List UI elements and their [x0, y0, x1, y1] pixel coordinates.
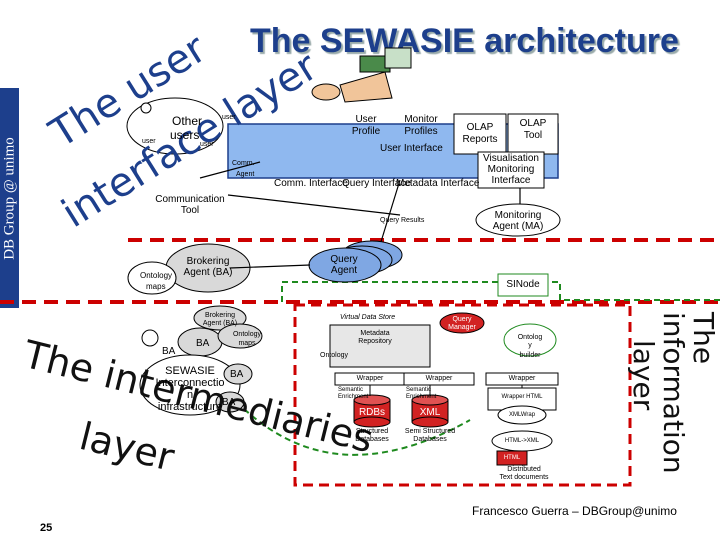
page-number: 25 [40, 522, 53, 534]
html-xml-label: HTML->XML [504, 438, 540, 444]
olap-reports-label-1: OLAP [466, 122, 494, 133]
wrapper-html-label: Wrapper HTML [501, 394, 543, 400]
information-layer-frame [293, 303, 632, 487]
monitoring-agent-label-2: Agent (MA) [492, 221, 544, 232]
sidebar-band [0, 88, 19, 308]
green-dashed-network [229, 394, 471, 456]
user-tag-2: user [142, 138, 156, 145]
other-users-label-1: Other [172, 114, 203, 128]
visualisation-label-1: Visualisation [483, 153, 539, 164]
distributed-label-2: Text documents [499, 474, 549, 481]
query-agent-label-1: Query [330, 254, 358, 265]
semantic-enrichment-label-2: Enrichment [338, 394, 369, 400]
infrastructure-label-3: n [186, 389, 194, 401]
user-profile-label-2: Profile [351, 126, 381, 137]
small-brokering-label-2: Agent (BA) [202, 320, 238, 327]
monitor-profiles-label-1: Monitor [404, 114, 438, 125]
ba-label-1: BA [162, 346, 176, 357]
visualisation-label-3: Interface [491, 175, 531, 186]
page-title: The SEWASIE architecture [250, 22, 679, 60]
green-dashed-region [281, 281, 720, 302]
infrastructure-shape [139, 354, 241, 416]
information-layer-label-line3: layer [627, 340, 660, 411]
metadata-interface-label: Metadata Interface [396, 178, 480, 189]
olap-reports-label-2: Reports [462, 134, 498, 145]
information-layer-label-line1: The [687, 312, 720, 365]
metadata-repository-label-2: Repository [358, 338, 392, 345]
semi-structured-label-2: Databases [413, 436, 447, 443]
virtual-data-store-label: Virtual Data Store [340, 314, 396, 321]
query-manager-label-1: Query [452, 316, 472, 323]
comm-interface-label: Comm. Interface [274, 178, 348, 189]
ontology-builder-label-2: y [528, 342, 532, 349]
other-users-label-2: users [170, 128, 200, 142]
monitoring-agent-label-1: Monitoring [494, 210, 542, 221]
user-tag-3: user [200, 141, 214, 148]
infrastructure-label-1: SEWASIE [165, 365, 215, 377]
semantic-enrichment-label-3: Semantic [406, 387, 432, 393]
user-interface-label: User Interface [380, 143, 443, 154]
wrapper-label-1: Wrapper [356, 375, 384, 382]
ontology-maps-label-1: Ontology [140, 271, 173, 280]
communication-tool-label-1: Communication [155, 194, 225, 205]
query-interface-label: Query Interface [342, 178, 411, 189]
ba-label-2: BA [196, 338, 210, 349]
semi-structured-label-1: Semi Structured [404, 428, 456, 435]
small-ontology-maps-label-1: Ontology [232, 331, 262, 338]
users-icon [140, 102, 152, 114]
information-layer-label-line2: information [657, 312, 690, 474]
xml-label: XML [419, 407, 441, 418]
infrastructure-label-4: infrastructure [157, 401, 223, 413]
ontology-builder-label-1: Ontolog [517, 334, 543, 341]
user-figure-icon [311, 47, 412, 103]
query-agent-label-2: Agent [330, 265, 358, 276]
ba-label-4: BA [222, 397, 236, 408]
olap-tool-label-2: Tool [523, 130, 543, 141]
ontology-label: Ontology [320, 352, 349, 359]
small-ontology-maps-label-2: maps [238, 340, 256, 347]
ba-label-3: BA [230, 369, 244, 380]
wrapper-label-3: Wrapper [508, 375, 536, 382]
wrapper-label-2: Wrapper [425, 375, 453, 382]
user-profile-label-1: User [355, 114, 377, 125]
user-cloud [126, 97, 224, 155]
brokering-agent-label-2: Agent (BA) [183, 267, 233, 278]
ontology-builder-label-3: builder [519, 352, 541, 359]
sinode-shape [497, 273, 549, 297]
comm-agent-label-2: Agent [236, 171, 255, 178]
infrastructure-label-2: Interconnectio [155, 377, 225, 389]
html-label: HTML [503, 455, 521, 461]
small-brokering-label-1: Brokering [205, 312, 235, 319]
user-tag-1: user [222, 114, 236, 121]
monitor-profiles-label-2: Profiles [404, 126, 438, 137]
sinode-label: SINode [506, 279, 540, 290]
brokering-agent-label-1: Brokering [186, 256, 230, 267]
footer-credit: Francesco Guerra – DBGroup@unimo [472, 504, 677, 518]
comm-agent-label-1: Comm. [232, 160, 255, 167]
semantic-enrichment-label-4: Enrichment [406, 394, 437, 400]
communication-tool-label-2: Tool [180, 205, 200, 216]
monitoring-agent-shape [475, 203, 561, 237]
visualisation-label-2: Monitoring [487, 164, 535, 175]
structured-label-1: Structured [355, 428, 389, 435]
distributed-label-1: Distributed [507, 466, 541, 473]
query-manager-label-2: Manager [448, 324, 476, 331]
olap-tool-label-1: OLAP [519, 118, 547, 129]
xml-wrap-label: XMLWrap [508, 412, 536, 418]
ontology-maps-label-2: maps [146, 282, 166, 291]
query-results-label: Query Results [380, 217, 425, 224]
structured-label-2: Databases [355, 436, 389, 443]
metadata-repository-label-1: Metadata [360, 330, 390, 337]
rdbs-label: RDBs [358, 407, 386, 418]
semantic-enrichment-label-1: Semantic [338, 387, 364, 393]
